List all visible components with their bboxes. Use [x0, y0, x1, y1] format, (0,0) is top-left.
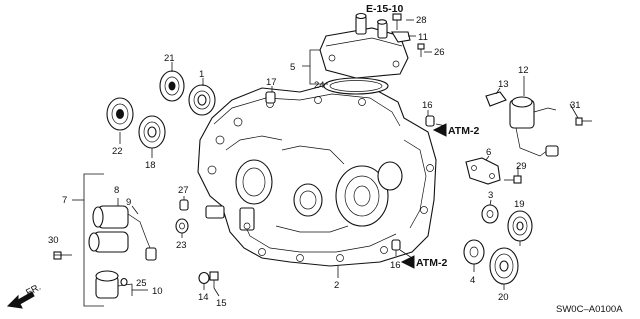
shim-3	[481, 204, 499, 224]
callout-1: 1	[199, 69, 204, 80]
callout-28: 28	[416, 15, 427, 26]
dowel-pin-16-bottom	[391, 239, 401, 251]
bearing-1	[188, 84, 216, 116]
oil-seal-21	[159, 70, 185, 102]
callout-5: 5	[290, 62, 295, 73]
bolt-30	[53, 251, 72, 260]
solenoid-group-bracket	[83, 173, 104, 307]
callout-25: 25	[136, 278, 147, 289]
bracket-6	[465, 157, 501, 185]
callout-24: 24	[314, 80, 325, 91]
callout-11: 11	[418, 32, 428, 43]
bolt-28	[392, 13, 402, 30]
harness-9	[127, 213, 157, 261]
callout-2: 2	[334, 280, 339, 291]
callout-31: 31	[570, 100, 581, 111]
callout-labels: 1 21 22 18 17 5 24 28 11 26 16 12 13 31 …	[48, 15, 581, 309]
ref-atm2-bottom-text: ATM-2	[416, 257, 447, 269]
bolt-31	[575, 117, 592, 126]
callout-27: 27	[178, 185, 189, 196]
solenoid-8	[88, 205, 129, 253]
callout-9: 9	[126, 197, 131, 208]
callout-21: 21	[164, 53, 175, 64]
bracket-13	[485, 91, 507, 107]
ref-atm2-top: ATM-2	[432, 123, 479, 137]
leader-lines	[54, 19, 579, 297]
dowel-pin-16-top	[425, 115, 435, 127]
ref-e15-10: E-15-10	[366, 3, 404, 15]
bolt-15	[209, 271, 219, 288]
sensor-12	[509, 96, 559, 157]
dowel-pin-17	[265, 91, 276, 104]
washer-23	[175, 218, 189, 234]
reference-labels: E-15-10 ATM-2 ATM-2	[366, 3, 479, 269]
front-label: FR.	[24, 282, 43, 299]
callout-19: 19	[514, 199, 525, 210]
callout-12: 12	[518, 65, 529, 76]
bearing-19	[507, 210, 533, 242]
bolt-29	[504, 175, 522, 184]
callout-3: 3	[488, 190, 493, 201]
callout-14: 14	[198, 292, 209, 303]
callout-23: 23	[176, 240, 187, 251]
callout-30: 30	[48, 235, 59, 246]
oil-seal-22	[106, 97, 134, 131]
solenoid-10	[95, 270, 133, 299]
callout-7: 7	[62, 195, 67, 206]
callout-8: 8	[114, 185, 119, 196]
callout-16-bottom: 16	[390, 260, 401, 271]
diagram-code: SW0C–A0100A	[556, 304, 623, 315]
front-direction-arrow: FR.	[6, 282, 43, 309]
callout-17: 17	[266, 77, 277, 88]
bearing-18	[138, 115, 166, 149]
callout-10: 10	[152, 286, 163, 297]
callout-15: 15	[216, 298, 227, 309]
washer-14	[198, 271, 210, 285]
ref-atm2-top-text: ATM-2	[448, 125, 479, 137]
bearing-20	[489, 247, 519, 285]
callout-18: 18	[145, 160, 156, 171]
cover-gasket	[323, 77, 389, 95]
shim-4	[463, 239, 485, 265]
callout-26: 26	[434, 47, 445, 58]
callout-20: 20	[498, 292, 509, 303]
callout-13: 13	[498, 79, 509, 90]
callout-22: 22	[112, 146, 123, 157]
callout-29: 29	[516, 161, 527, 172]
ref-atm2-bottom: ATM-2	[400, 255, 447, 269]
bolt-26	[417, 43, 425, 57]
callout-16-top: 16	[422, 100, 433, 111]
transmission-housing	[197, 83, 437, 267]
oring-25	[120, 277, 128, 287]
bracket-11	[391, 31, 411, 43]
dowel-pin-27	[179, 199, 189, 211]
callout-6: 6	[486, 147, 491, 158]
callout-4: 4	[470, 275, 475, 286]
cooler-cover-assembly	[319, 12, 409, 79]
